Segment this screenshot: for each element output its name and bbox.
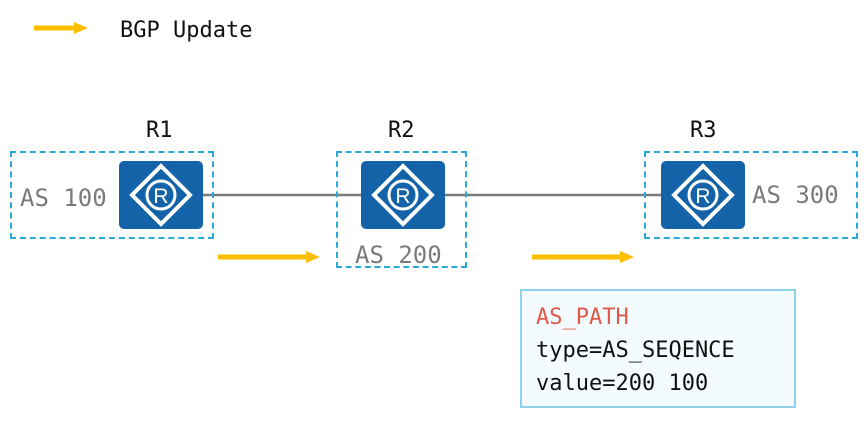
as-path-box: AS_PATH type=AS_SEQENCE value=200 100 [520, 289, 796, 408]
as-box-100 [10, 151, 214, 239]
router-name-r2: R2 [388, 118, 415, 143]
as-box-300 [644, 151, 858, 239]
as-label-200: AS 200 [355, 241, 442, 269]
router-icon: R [129, 163, 193, 227]
router-r2[interactable]: R [361, 161, 445, 229]
as-label-100: AS 100 [20, 184, 107, 212]
as-label-300: AS 300 [752, 181, 839, 209]
as-box-200 [336, 151, 467, 268]
legend-label: BGP Update [120, 18, 253, 43]
legend-arrow [34, 22, 88, 34]
as-path-value: value=200 100 [536, 371, 709, 396]
svg-text:R: R [395, 185, 410, 208]
as-path-title: AS_PATH [536, 305, 629, 330]
router-icon: R [371, 163, 435, 227]
router-name-r1: R1 [146, 118, 173, 143]
router-r3[interactable]: R [661, 161, 745, 229]
svg-text:R: R [153, 185, 168, 208]
svg-text:R: R [695, 185, 710, 208]
update-arrow-r2-r3 [532, 251, 634, 263]
as-path-type: type=AS_SEQENCE [536, 338, 735, 363]
router-r1[interactable]: R [119, 161, 203, 229]
router-name-r3: R3 [690, 118, 717, 143]
router-icon: R [671, 163, 735, 227]
update-arrow-r1-r2 [218, 251, 320, 263]
